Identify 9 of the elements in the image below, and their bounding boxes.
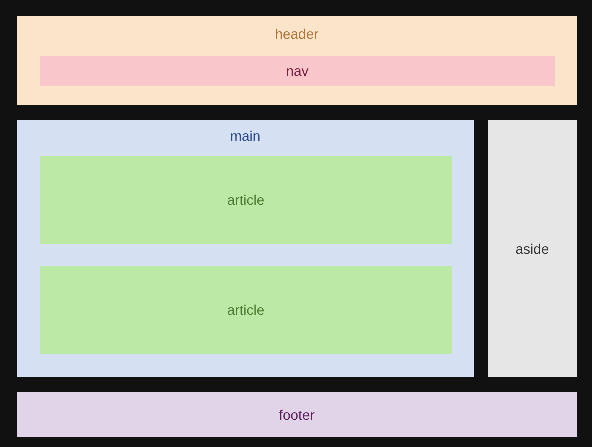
region-label: main: [230, 127, 261, 145]
article-block: article: [40, 156, 452, 244]
main-region: [17, 120, 474, 377]
nav-bar: nav: [40, 56, 555, 86]
region-label: header: [275, 25, 319, 43]
header-region: [17, 16, 577, 105]
article-block: article: [40, 266, 452, 354]
footer-bar: footer: [17, 392, 577, 437]
aside-panel: aside: [488, 120, 577, 377]
